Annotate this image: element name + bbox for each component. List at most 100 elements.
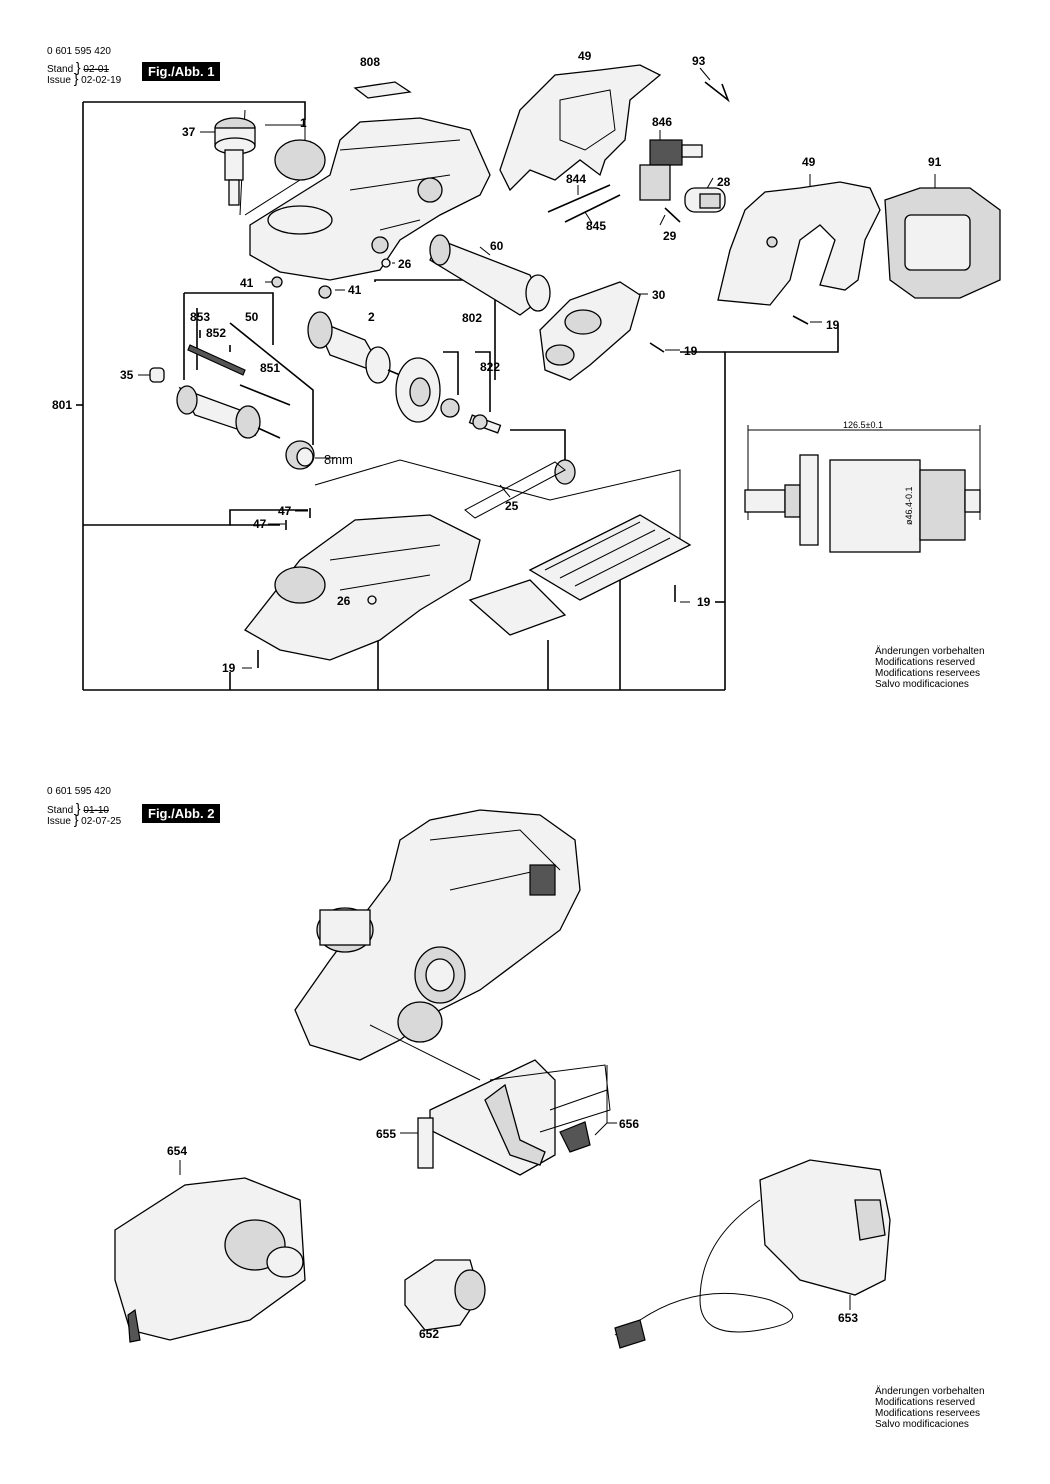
stand-label: Stand xyxy=(47,805,74,816)
callout-35: 35 xyxy=(120,368,134,382)
exploded-diagram-fig1: 808 49 93 846 37 1 844 845 28 49 91 29 6… xyxy=(52,49,1001,691)
callout-41b: 41 xyxy=(348,283,362,297)
notice-de: Änderungen vorbehalten xyxy=(875,646,985,657)
callout-655: 655 xyxy=(376,1127,396,1141)
callout-1: 1 xyxy=(300,116,307,130)
screw-26b xyxy=(367,595,377,605)
callout-802: 802 xyxy=(462,311,482,325)
callout-853: 853 xyxy=(190,310,210,324)
callout-8mm: 8mm xyxy=(324,452,353,467)
screw-19b xyxy=(792,315,809,325)
dimension-diameter: ø46.4-0.1 xyxy=(904,486,914,525)
part-number-labels-fig1: 808 49 93 846 37 1 844 845 28 49 91 29 6… xyxy=(52,49,942,675)
nut-41a xyxy=(271,276,283,288)
battery-contact-28 xyxy=(684,187,726,213)
callout-60: 60 xyxy=(490,239,504,253)
notice-en: Modifications reserved xyxy=(875,657,976,668)
callout-19b: 19 xyxy=(826,318,840,332)
callout-653: 653 xyxy=(838,1311,858,1325)
depth-knob-37 xyxy=(214,117,256,206)
chip-deflector-30 xyxy=(539,281,641,381)
sheet1-issue-row: Issue } 02-02-19 xyxy=(47,70,122,86)
callout-29: 29 xyxy=(663,229,677,243)
planer-base xyxy=(244,514,481,661)
stand-old-date: 01-10 xyxy=(83,805,109,816)
pulley-8mm xyxy=(285,440,315,470)
screw-19a xyxy=(649,342,665,353)
callout-49-top: 49 xyxy=(578,49,592,63)
callout-26b: 26 xyxy=(337,594,351,608)
callout-37: 37 xyxy=(182,125,196,139)
stand-label: Stand xyxy=(47,64,74,75)
assembled-planer xyxy=(294,809,581,1061)
callout-845: 845 xyxy=(586,219,606,233)
sheet2-notice: Änderungen vorbehalten Modifications res… xyxy=(875,1386,985,1430)
callout-19a: 19 xyxy=(684,344,698,358)
sheet1-part-number: 0 601 595 420 xyxy=(47,46,111,57)
callout-50: 50 xyxy=(245,310,259,324)
callout-801: 801 xyxy=(52,398,72,412)
shaft-822 xyxy=(468,414,502,434)
notice-de: Änderungen vorbehalten xyxy=(875,1386,985,1397)
callout-851: 851 xyxy=(260,361,280,375)
hex-key-93 xyxy=(704,81,730,103)
small-pulley xyxy=(554,459,576,485)
sole-plate xyxy=(528,514,692,601)
callout-47a: 47 xyxy=(278,504,292,518)
parallel-guide-655 xyxy=(417,1059,556,1176)
handle-half-49 xyxy=(717,181,881,306)
callout-41a: 41 xyxy=(240,276,254,290)
callout-93: 93 xyxy=(692,54,706,68)
dust-bag-654 xyxy=(114,1177,306,1343)
callout-822: 822 xyxy=(480,360,500,374)
notice-en: Modifications reserved xyxy=(875,1397,976,1408)
dust-adapter-652 xyxy=(404,1259,486,1331)
sheet1-notice: Änderungen vorbehalten Modifications res… xyxy=(875,646,985,690)
callout-654: 654 xyxy=(167,1144,187,1158)
motor-2 xyxy=(307,311,401,384)
sheet2-stand-row: Stand } 01-10 xyxy=(47,800,109,816)
sheet2-issue-row: Issue } 02-07-25 xyxy=(47,811,122,827)
blade-parts-850 xyxy=(187,330,291,406)
drive-belt-25 xyxy=(464,461,566,519)
bearing-35 xyxy=(149,367,165,383)
sheet2-fig-badge: Fig./Abb. 2 xyxy=(142,804,221,823)
stand-old-date: 02-01 xyxy=(83,64,109,75)
callout-844: 844 xyxy=(566,172,586,186)
wire-845 xyxy=(564,194,621,223)
battery-pack-91 xyxy=(884,187,1001,299)
callout-30: 30 xyxy=(652,288,666,302)
callout-852: 852 xyxy=(206,326,226,340)
motor-dimension-drawing xyxy=(744,425,981,553)
chip-tube-60 xyxy=(429,234,551,316)
accessories-diagram-fig2: 655 656 654 652 653 xyxy=(114,809,891,1349)
switch-846 xyxy=(639,139,703,201)
callout-808: 808 xyxy=(360,55,380,69)
notice-es: Salvo modificaciones xyxy=(875,679,969,690)
callout-26a: 26 xyxy=(398,257,412,271)
notice-fr: Modifications reservees xyxy=(875,1408,981,1419)
label-plate-808 xyxy=(353,81,412,99)
sheet2-part-number: 0 601 595 420 xyxy=(47,786,111,797)
dimension-length: 126.5±0.1 xyxy=(843,420,883,430)
callout-91: 91 xyxy=(928,155,942,169)
callout-652: 652 xyxy=(419,1327,439,1341)
sheet1-fig-badge: Fig./Abb. 1 xyxy=(142,62,221,81)
issue-date: 02-02-19 xyxy=(81,75,122,86)
spring-29 xyxy=(664,207,681,223)
charger-653 xyxy=(614,1159,891,1349)
notice-es: Salvo modificaciones xyxy=(875,1419,969,1430)
callout-47b: 47 xyxy=(253,517,267,531)
callout-25: 25 xyxy=(505,499,519,513)
issue-label: Issue xyxy=(47,75,71,86)
blade-drum xyxy=(176,385,281,439)
wing-screw-656 xyxy=(559,1121,591,1153)
callout-49-handle: 49 xyxy=(802,155,816,169)
callout-28: 28 xyxy=(717,175,731,189)
screw-26a xyxy=(381,258,391,268)
callout-656: 656 xyxy=(619,1117,639,1131)
sheet1-stand-row: Stand } 02-01 xyxy=(47,59,109,75)
nut-41b xyxy=(318,285,332,299)
wire-844 xyxy=(547,184,611,213)
fan-wheel xyxy=(395,357,441,423)
